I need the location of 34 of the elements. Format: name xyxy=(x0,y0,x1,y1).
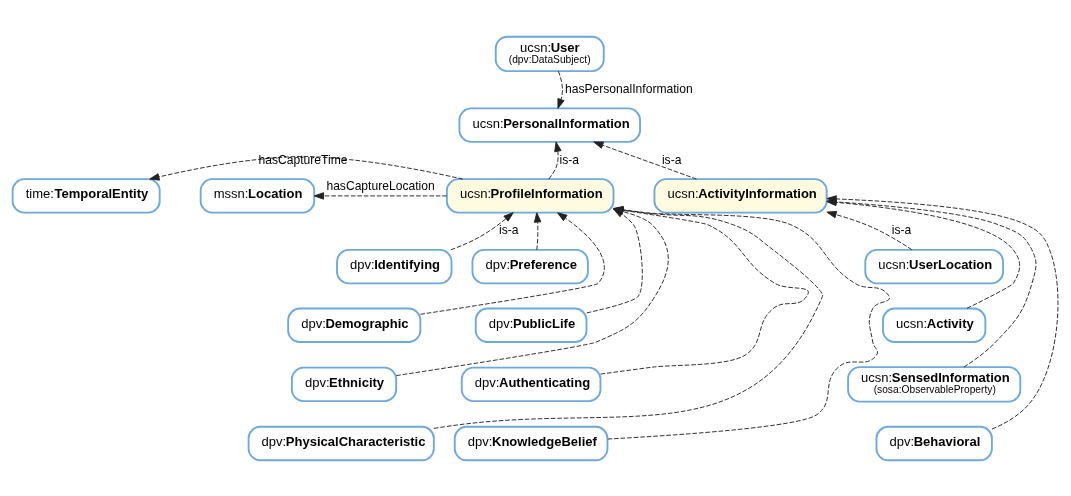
arrow xyxy=(420,211,605,315)
node-box: mssn:Location xyxy=(199,177,316,214)
edge-label: is-a xyxy=(891,222,912,237)
node-box: ucsn:PersonalInformation xyxy=(458,106,641,143)
arrow xyxy=(450,211,514,250)
node-box: ucsn:UserLocation xyxy=(864,248,1004,284)
edge-label: hasPersonalInformation xyxy=(564,81,693,96)
arrow xyxy=(593,141,697,179)
arrow xyxy=(533,211,542,250)
node-box: ucsn:SensedInformation (sosa:ObservableProperty) xyxy=(847,365,1022,403)
node-box: dpv:PhysicalCharacteristic xyxy=(247,425,435,461)
node-box: dpv:Identifying xyxy=(336,248,453,284)
edge-label: hasCaptureTime xyxy=(258,152,348,167)
node-box: dpv:Preference xyxy=(471,248,589,284)
node-box: dpv:Authenticating xyxy=(460,366,602,402)
arrow xyxy=(548,141,562,179)
node-box: ucsn:ProfileInformation xyxy=(445,177,615,214)
node-box: ucsn:Activity xyxy=(882,307,987,343)
arrow xyxy=(557,70,565,109)
node-box: time:TemporalEntity xyxy=(11,177,161,214)
node-box: dpv:KnowledgeBelief xyxy=(453,425,609,461)
edge-label: is-a xyxy=(559,152,580,167)
edge-label: is-a xyxy=(661,152,682,167)
node-box: dpv:Ethnicity xyxy=(290,366,398,402)
arrow xyxy=(313,191,448,200)
node-box: dpv:PublicLife xyxy=(474,307,588,343)
node-box: ucsn:ActivityInformation xyxy=(653,177,828,214)
node-box: ucsn:User (dpv:DataSubject) xyxy=(494,35,605,72)
arrow xyxy=(149,155,464,181)
node-box: dpv:Behavioral xyxy=(875,425,993,461)
edge-label: is-a xyxy=(499,222,519,237)
edge-label: hasCaptureLocation xyxy=(326,178,435,193)
arrow xyxy=(826,210,913,250)
node-box: dpv:Demographic xyxy=(287,307,422,343)
